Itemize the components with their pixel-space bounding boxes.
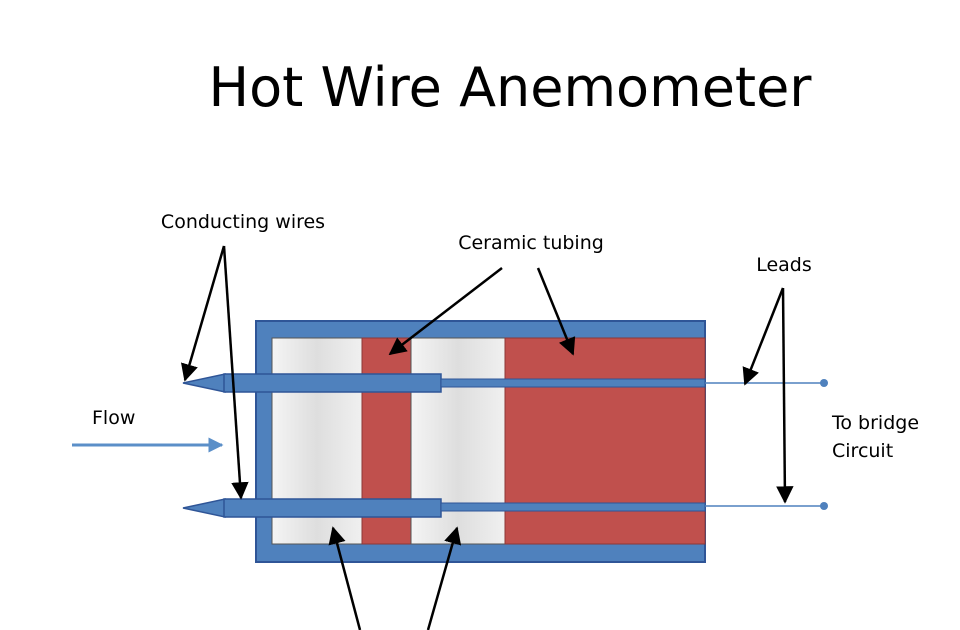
ceramic-tubing-block (504, 337, 706, 545)
pointer-arrows (180, 245, 794, 630)
label-conducting-wires: Conducting wires (161, 211, 325, 233)
arrow-lead-lower (776, 287, 794, 504)
arrow-lead-upper (742, 287, 785, 386)
label-to-bridge: To bridge (831, 412, 919, 434)
arrow-ceramic-band (388, 267, 503, 356)
label-leads: Leads (756, 254, 812, 276)
upper-conducting-wire (182, 373, 706, 393)
arrow-conducting-wire-upper (180, 245, 226, 382)
arrow-filler-left (328, 526, 362, 630)
lower-conducting-wire (182, 498, 706, 518)
lead-upper (705, 379, 828, 387)
arrow-conducting-wire-lower (222, 245, 249, 500)
arrow-filler-right (426, 526, 462, 630)
label-ceramic-tubing: Ceramic tubing (458, 232, 604, 254)
label-flow: Flow (92, 407, 135, 429)
diagram-title: Hot Wire Anemometer (208, 56, 812, 119)
arrow-ceramic-block (536, 267, 576, 356)
lead-lower (705, 502, 828, 510)
label-circuit: Circuit (832, 440, 893, 462)
